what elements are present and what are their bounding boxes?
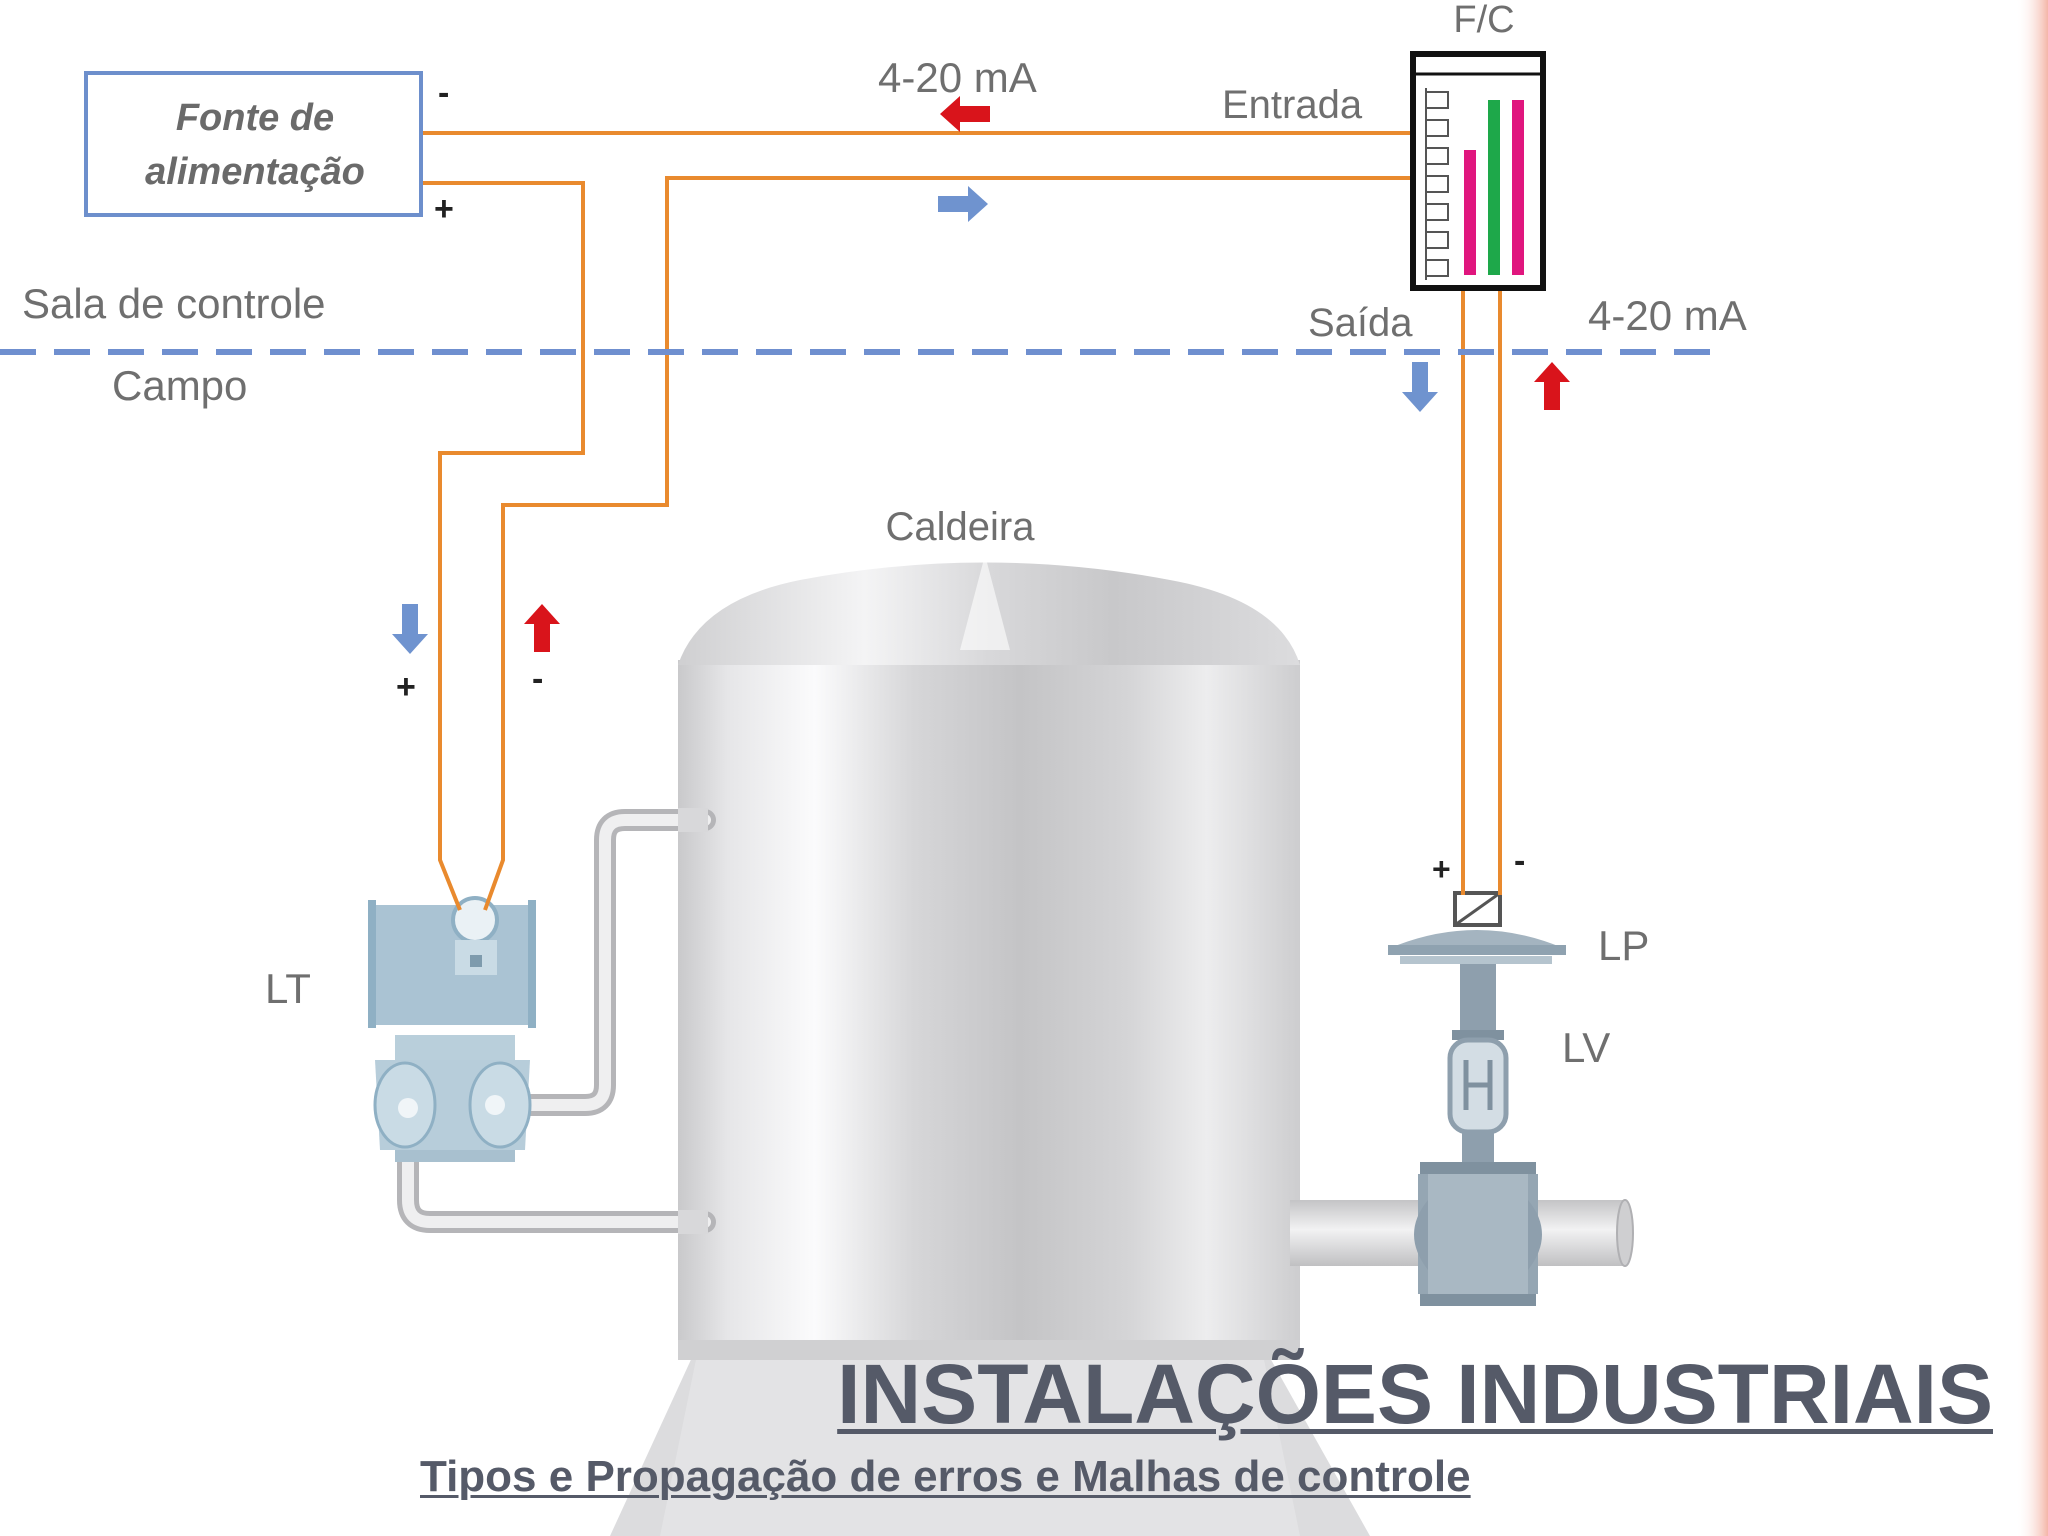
boiler-label: Caldeira [886, 505, 1036, 549]
arrow-left-red-icon [940, 96, 990, 132]
valve-plus-sign: + [1432, 851, 1451, 887]
boiler-tank [610, 555, 1370, 1536]
wire-loop-signal [483, 176, 1416, 911]
signal-in-label: 4-20 mA [878, 54, 1037, 101]
entrada-label: Entrada [1222, 83, 1363, 127]
arrow-down-blue-output-icon [1402, 362, 1438, 412]
arrow-down-blue-icon [392, 604, 428, 654]
bar-magenta-left [1464, 150, 1476, 275]
lt-minus-sign: - [532, 660, 543, 698]
power-supply-label-line2: alimentação [145, 151, 365, 193]
positioner-label: LP [1598, 922, 1649, 969]
transmitter-impulse-pipes [397, 808, 716, 1234]
power-minus-sign: - [438, 74, 449, 112]
arrow-up-red-icon [524, 604, 560, 652]
valve-label: LV [1562, 1024, 1610, 1071]
page-edge-accent [2016, 0, 2048, 1536]
lt-plus-sign: + [396, 668, 416, 706]
slide-subtitle: Tipos e Propagação de erros e Malhas de … [420, 1452, 1471, 1501]
signal-wiring [418, 131, 1502, 911]
wire-loop-supply [418, 181, 585, 911]
signal-out-label: 4-20 mA [1588, 292, 1747, 339]
valve-minus-sign: - [1514, 842, 1525, 880]
arrow-right-blue-icon [938, 186, 988, 222]
transmitter-label: LT [265, 965, 311, 1012]
slide-title: INSTALAÇÕES INDUSTRIAIS [837, 1347, 1993, 1441]
bar-magenta-right [1512, 100, 1524, 275]
bar-green [1488, 100, 1500, 275]
power-supply-label-line1: Fonte de [176, 97, 334, 139]
power-supply-box: Fonte de alimentação [84, 71, 423, 217]
level-transmitter [368, 896, 536, 1162]
controller-label: F/C [1453, 0, 1514, 41]
power-plus-sign: + [434, 190, 454, 228]
controller-bargraph [1410, 51, 1546, 291]
saida-label: Saída [1308, 301, 1413, 345]
control-valve [1388, 891, 1566, 1306]
arrow-up-red-output-icon [1534, 362, 1570, 410]
control-room-label: Sala de controle [22, 280, 326, 327]
field-label: Campo [112, 362, 247, 409]
